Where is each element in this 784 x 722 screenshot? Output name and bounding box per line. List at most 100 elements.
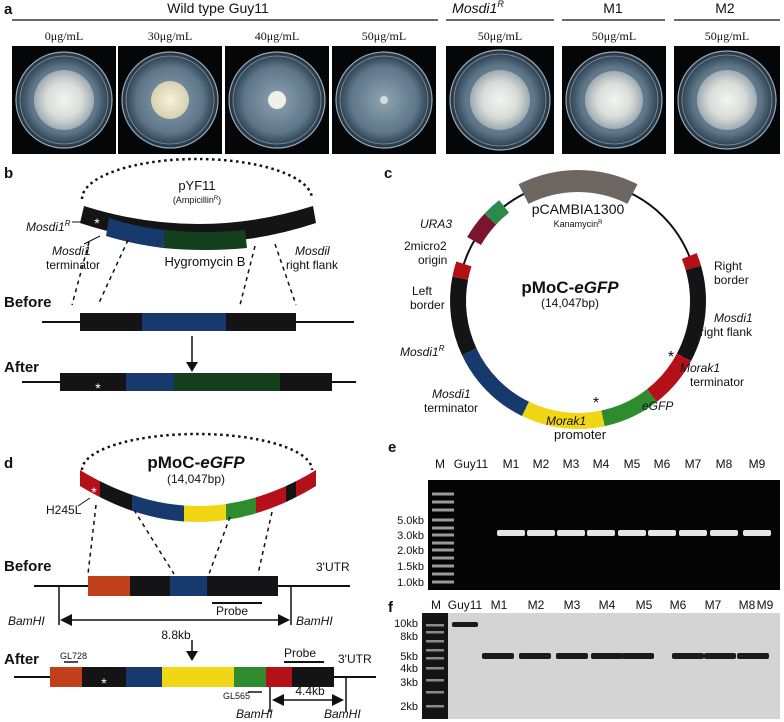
petri-dish-rim	[19, 55, 109, 145]
crossover-line-left-1	[71, 241, 90, 306]
gel-e-band	[618, 530, 646, 536]
blot-f-band	[482, 653, 514, 659]
blot-f-bands	[426, 622, 769, 708]
arc-2micro2-origin	[467, 213, 497, 245]
map-mosdi-terminator-1: Mosdi1	[432, 387, 471, 401]
morak-terminator-2: terminator	[690, 375, 744, 389]
group-label-wild-type: Wild type Guy11	[167, 0, 269, 16]
pyf11-terminator-gene: Mosdi1	[52, 244, 91, 258]
arrow-d-head	[186, 651, 198, 661]
blot-f-marker-label: 10kb	[394, 618, 418, 630]
arc-mosdi1r	[450, 276, 477, 356]
panel-label-e: e	[388, 439, 396, 456]
pyf11-segment-blue	[106, 218, 165, 248]
arc-morak-terminator	[646, 353, 692, 402]
gl728-label: GL728	[60, 651, 87, 661]
petri-dish-rim	[232, 55, 322, 145]
utr-after: 3'UTR	[338, 652, 372, 666]
gel-e-band	[557, 530, 585, 536]
gel-e-band	[679, 530, 707, 536]
bamhi-before-right: BamHI	[296, 614, 333, 628]
blot-f-marker-label: 5kb	[400, 651, 418, 663]
pyf11-insert	[80, 206, 316, 250]
ladder-band	[426, 691, 444, 694]
h245l-leader	[77, 497, 91, 507]
fungal-colony	[268, 91, 286, 109]
blot-f-lane-label: M5	[636, 598, 653, 612]
plate-concentration-label: 50μg/mL	[362, 29, 406, 43]
map-mosdi1r-label: Mosdi1R	[400, 344, 445, 359]
ladder-band	[432, 556, 454, 560]
gel-e-marker-label: 1.5kb	[397, 561, 424, 573]
gel-e-lane-label: M3	[563, 457, 580, 471]
gel-e-lane-label: M7	[685, 457, 702, 471]
blot-f-lane-label: M	[431, 598, 441, 612]
blot-f-lane-label: M9	[757, 598, 774, 612]
petri-dish-rim	[339, 55, 429, 145]
mosdi-right-flank-2: right flank	[700, 325, 753, 339]
blot-f-lane-label: M6	[670, 598, 687, 612]
gel-e-lane-label: M5	[624, 457, 641, 471]
gel-e-band	[710, 530, 738, 536]
group-label-m1: M1	[603, 0, 623, 16]
utr-before: 3'UTR	[316, 560, 350, 574]
blot-f-lane-label: M2	[528, 598, 545, 612]
left-border-1: Left	[412, 284, 433, 298]
before-label-b: Before	[4, 294, 52, 311]
pyf11-terminator-leader	[83, 235, 101, 245]
fungal-colony	[585, 71, 643, 129]
petri-dish-rim	[125, 55, 215, 145]
blot-f-band	[672, 653, 704, 659]
gel-e-marker-label: 1.0kb	[397, 577, 424, 589]
ladder-band	[426, 649, 444, 652]
bamhi-after-right: BamHI	[324, 707, 361, 721]
after-label-b: After	[4, 359, 39, 376]
crossover-line-right-2	[274, 243, 297, 306]
fungal-colony	[380, 96, 388, 104]
after-label-d: After	[4, 651, 39, 668]
group-label-m2: M2	[715, 0, 735, 16]
ladder-band	[432, 518, 454, 522]
gel-e-marker-label: 2.0kb	[397, 545, 424, 557]
gl565-label: GL565	[223, 691, 250, 701]
gel-e-lane-label: M4	[593, 457, 610, 471]
arc-egfp	[601, 389, 657, 427]
map-mosdi-terminator-2: terminator	[424, 401, 478, 415]
gel-e-lane-label: M8	[716, 457, 733, 471]
ladder-band	[426, 657, 444, 660]
insert-segment	[256, 485, 286, 514]
pyf11-resistance: (AmpicillinR)	[173, 195, 221, 205]
mosdi-right-flank-1: Mosdi1	[714, 311, 753, 325]
arc-mosdi-terminator	[461, 348, 529, 417]
insert-segment	[296, 470, 316, 498]
bamhi-before-left: BamHI	[8, 614, 45, 628]
pmoc-size: (14,047bp)	[541, 296, 599, 310]
blot-f-lane-label: Guy11	[448, 598, 483, 612]
group-label-mosdi1r: Mosdi1R	[452, 0, 504, 16]
gel-e-lane-label: M1	[503, 457, 520, 471]
blot-f-marker-label: 3kb	[400, 677, 418, 689]
ladder-band	[426, 667, 444, 670]
plate-concentration-label: 50μg/mL	[478, 29, 522, 43]
arc-mosdi-right-flank	[676, 265, 706, 362]
plate-concentration-label: 0μg/mL	[45, 29, 83, 43]
map-star-mosdi1r: *	[479, 331, 485, 347]
fungal-colony	[697, 70, 757, 130]
pyf11-hygromycin-label: Hygromycin B	[165, 254, 246, 269]
fungal-colony	[470, 70, 530, 130]
blot-f-band	[622, 653, 654, 659]
gel-e-band	[743, 530, 771, 536]
panel-label-a: a	[4, 1, 13, 18]
before-label-d: Before	[4, 558, 52, 575]
ladder-band	[432, 541, 454, 545]
d-cross-1	[87, 504, 97, 575]
plate-concentration-label: 40μg/mL	[255, 29, 299, 43]
pyf11-right-gene: Mosdil	[295, 244, 330, 258]
insert-segment	[80, 470, 100, 498]
after-locus-b	[22, 373, 356, 391]
gel-e-lane-label: M9	[749, 457, 766, 471]
arc-right-border	[681, 253, 702, 271]
